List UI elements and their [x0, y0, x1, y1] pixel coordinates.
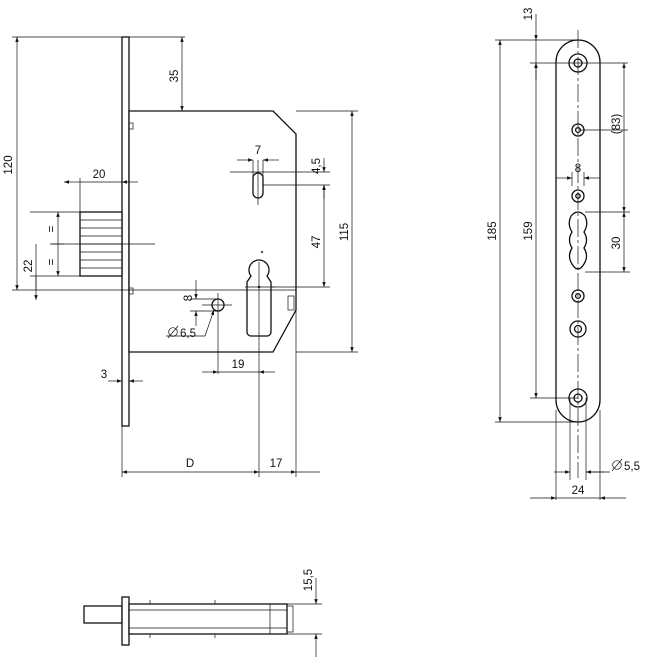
dim-15-5: 15,5 [303, 569, 315, 591]
dim-35: 35 [169, 70, 181, 83]
dim-equal-lower: = [46, 258, 58, 265]
bottom-bolt [83, 605, 123, 624]
bottom-case [128, 603, 288, 635]
dim-6-5: 6,5 [180, 328, 196, 340]
dim-equal-upper: = [46, 225, 58, 232]
case-tab-right [287, 295, 295, 311]
dim-8: 8 [183, 295, 195, 301]
dim-13: 13 [523, 8, 535, 21]
bottom-view: 15,5 [83, 569, 322, 657]
follower-slot [252, 172, 264, 199]
dim-24: 24 [572, 485, 585, 497]
case-notch-top [128, 122, 134, 130]
center-dot [261, 251, 263, 253]
dim-159: 159 [523, 221, 535, 240]
dim-20: 20 [93, 169, 106, 181]
dim-D: D [186, 458, 194, 470]
cylinder-center [257, 285, 261, 289]
dim-gap-8: 8 [575, 163, 581, 175]
dim-17: 17 [270, 458, 283, 470]
dim-7: 7 [255, 145, 261, 157]
latch-opening [568, 211, 588, 270]
dim-19: 19 [232, 359, 245, 371]
cylinder-screw-hole [569, 320, 587, 338]
dim-22: 22 [23, 260, 35, 273]
dim-4-5: 4,5 [311, 158, 323, 174]
bottom-faceplate [121, 596, 130, 646]
dim-leader-6-5 [204, 309, 215, 337]
dim-83: (83) [611, 114, 623, 135]
dim-3: 3 [101, 369, 107, 381]
dim-47: 47 [311, 236, 323, 249]
screw-hole-lower [571, 289, 585, 303]
faceplate-view: 13 185 159 (83) 8 30 5,5 24 [487, 8, 640, 500]
diameter-icon-faceplate [611, 458, 623, 472]
diameter-icon [167, 325, 179, 339]
front-faceplate [121, 36, 130, 427]
dim-5-5: 5,5 [624, 461, 640, 473]
cylinder-cutout [246, 259, 272, 337]
dim-115: 115 [339, 223, 351, 241]
screw-hole-latch [571, 189, 585, 203]
case-notch-bottom [128, 287, 134, 295]
front-view: 120 35 20 = = 22 7 4,5 47 115 [3, 36, 358, 477]
dim-185: 185 [487, 221, 499, 240]
dim-30: 30 [611, 237, 623, 250]
dim-120: 120 [3, 155, 15, 174]
